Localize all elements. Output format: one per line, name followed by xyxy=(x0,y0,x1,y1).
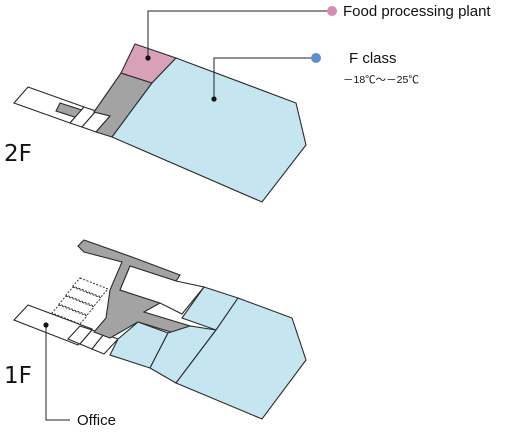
f-class-label: F class xyxy=(349,50,397,67)
floor-1f-plan: 1F xyxy=(4,239,307,420)
f-class-freezer-zone-2f xyxy=(111,57,307,203)
floor-2f-label: 2F xyxy=(4,141,32,167)
office-anchor-dot xyxy=(43,322,49,328)
food-processing-legend-dot xyxy=(327,6,337,16)
food-processing-leader-line xyxy=(147,10,328,58)
f-class-temperature-range: －18℃～－25℃ xyxy=(343,74,419,86)
floor-1f-inner-room xyxy=(119,265,205,315)
office-leader-line xyxy=(45,325,70,421)
floor-1f-label: 1F xyxy=(4,363,32,389)
floor-2f-west-wing xyxy=(13,86,85,124)
food-processing-label: Food processing plant xyxy=(343,3,491,20)
legend-f-class: F class －18℃～－25℃ xyxy=(211,50,419,102)
floor-1f-loading-docks xyxy=(51,277,109,325)
office-label: Office xyxy=(77,412,116,429)
f-class-legend-dot xyxy=(311,53,321,63)
legend-food-processing: Food processing plant xyxy=(145,3,491,61)
f-class-leader-line xyxy=(213,57,312,99)
f-class-freezer-zone-1f-main xyxy=(175,297,307,420)
legend-office: Office xyxy=(43,322,116,429)
f-class-anchor-dot xyxy=(211,96,217,102)
floor-2f-plan: 2F xyxy=(4,43,307,203)
food-processing-anchor-dot xyxy=(145,55,151,61)
